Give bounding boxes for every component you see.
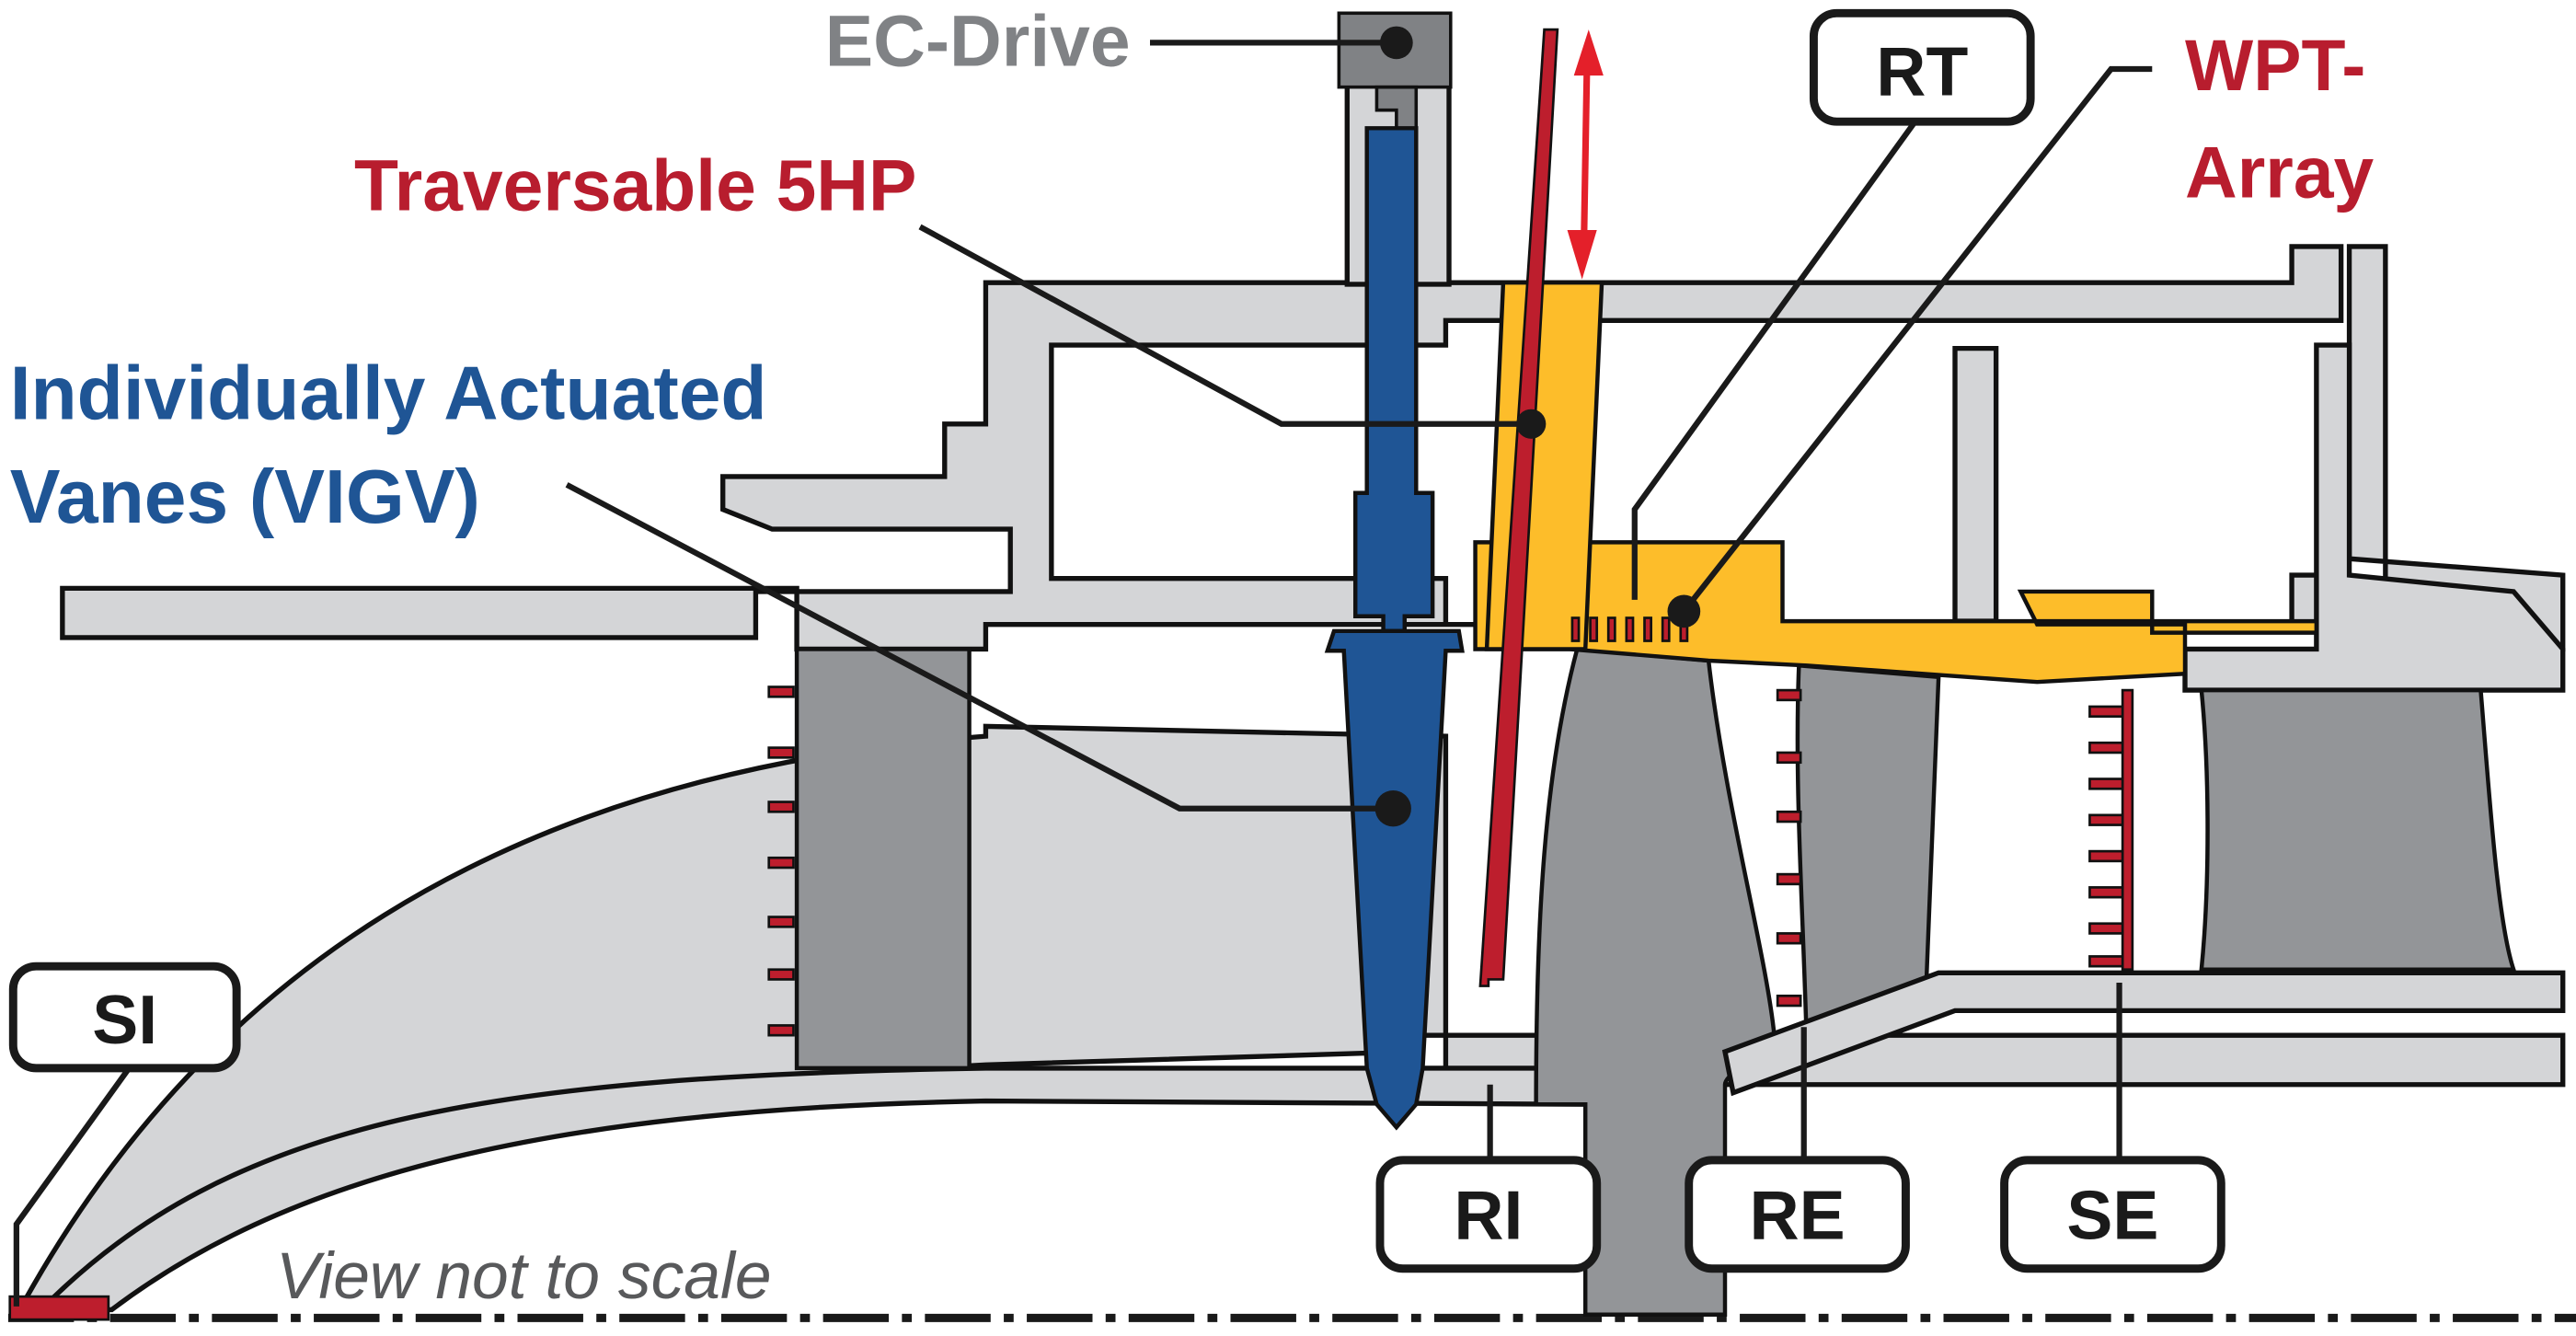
outer-casing [60,244,2566,652]
leader-rt [1631,121,1916,600]
right-casing [1952,345,1999,624]
rotor-blade [1534,647,1777,1318]
station-label-ri: RI [1454,1177,1523,1254]
station-box-rt: RT [1809,8,2035,126]
exit-stator [2199,687,2517,972]
station-box-re: RE [1685,1156,1910,1273]
station-label-re: RE [1749,1177,1845,1254]
station-label-si: SI [92,981,157,1058]
leader-dot-ec-drive [1380,26,1413,60]
label-view-not-to-scale: View not to scale [276,1239,772,1313]
station-box-si: SI [8,962,241,1073]
leader-si [13,1063,134,1307]
label-ec-drive: EC-Drive [825,0,1131,81]
station-box-se: SE [2000,1156,2225,1273]
tip-clearance-band [1484,280,1604,651]
leader-wpt [1681,65,2153,614]
label-vigv-line1: Individually Actuated [10,351,767,435]
leader-vigv [565,482,1394,812]
traverse-arrow-head-up [1573,29,1604,76]
station-box-ri: RI [1375,1156,1602,1273]
inlet-wall-taps [767,685,795,1037]
vigv-vane-body [1324,628,1465,1131]
label-wpt-line2: Array [2185,132,2375,213]
leader-dot-5hp [1516,409,1547,439]
se-rake-taps [2088,688,2134,972]
station-label-rt: RT [1876,33,1968,110]
label-vigv-line2: Vanes (VIGV) [10,455,480,539]
rotor-hub-casing [1721,970,2566,1097]
stator-wall-taps [1776,688,1802,1008]
si-sensor [8,1295,110,1321]
leader-dot-vigv [1374,790,1411,827]
inlet-strut [794,647,972,1071]
traversable-5hp-probe [1478,28,1559,987]
label-traversable-5hp: Traversable 5HP [354,145,916,226]
leader-5hp [918,224,1532,427]
right-outer-wall [2182,342,2566,693]
label-wpt-line1: WPT- [2185,25,2365,106]
wpt-array-taps [1570,616,1689,642]
leader-dot-wpt [1667,594,1701,628]
station-label-se: SE [2066,1177,2158,1254]
traverse-arrow-head-down [1567,230,1597,280]
traverse-arrow [1580,62,1591,255]
